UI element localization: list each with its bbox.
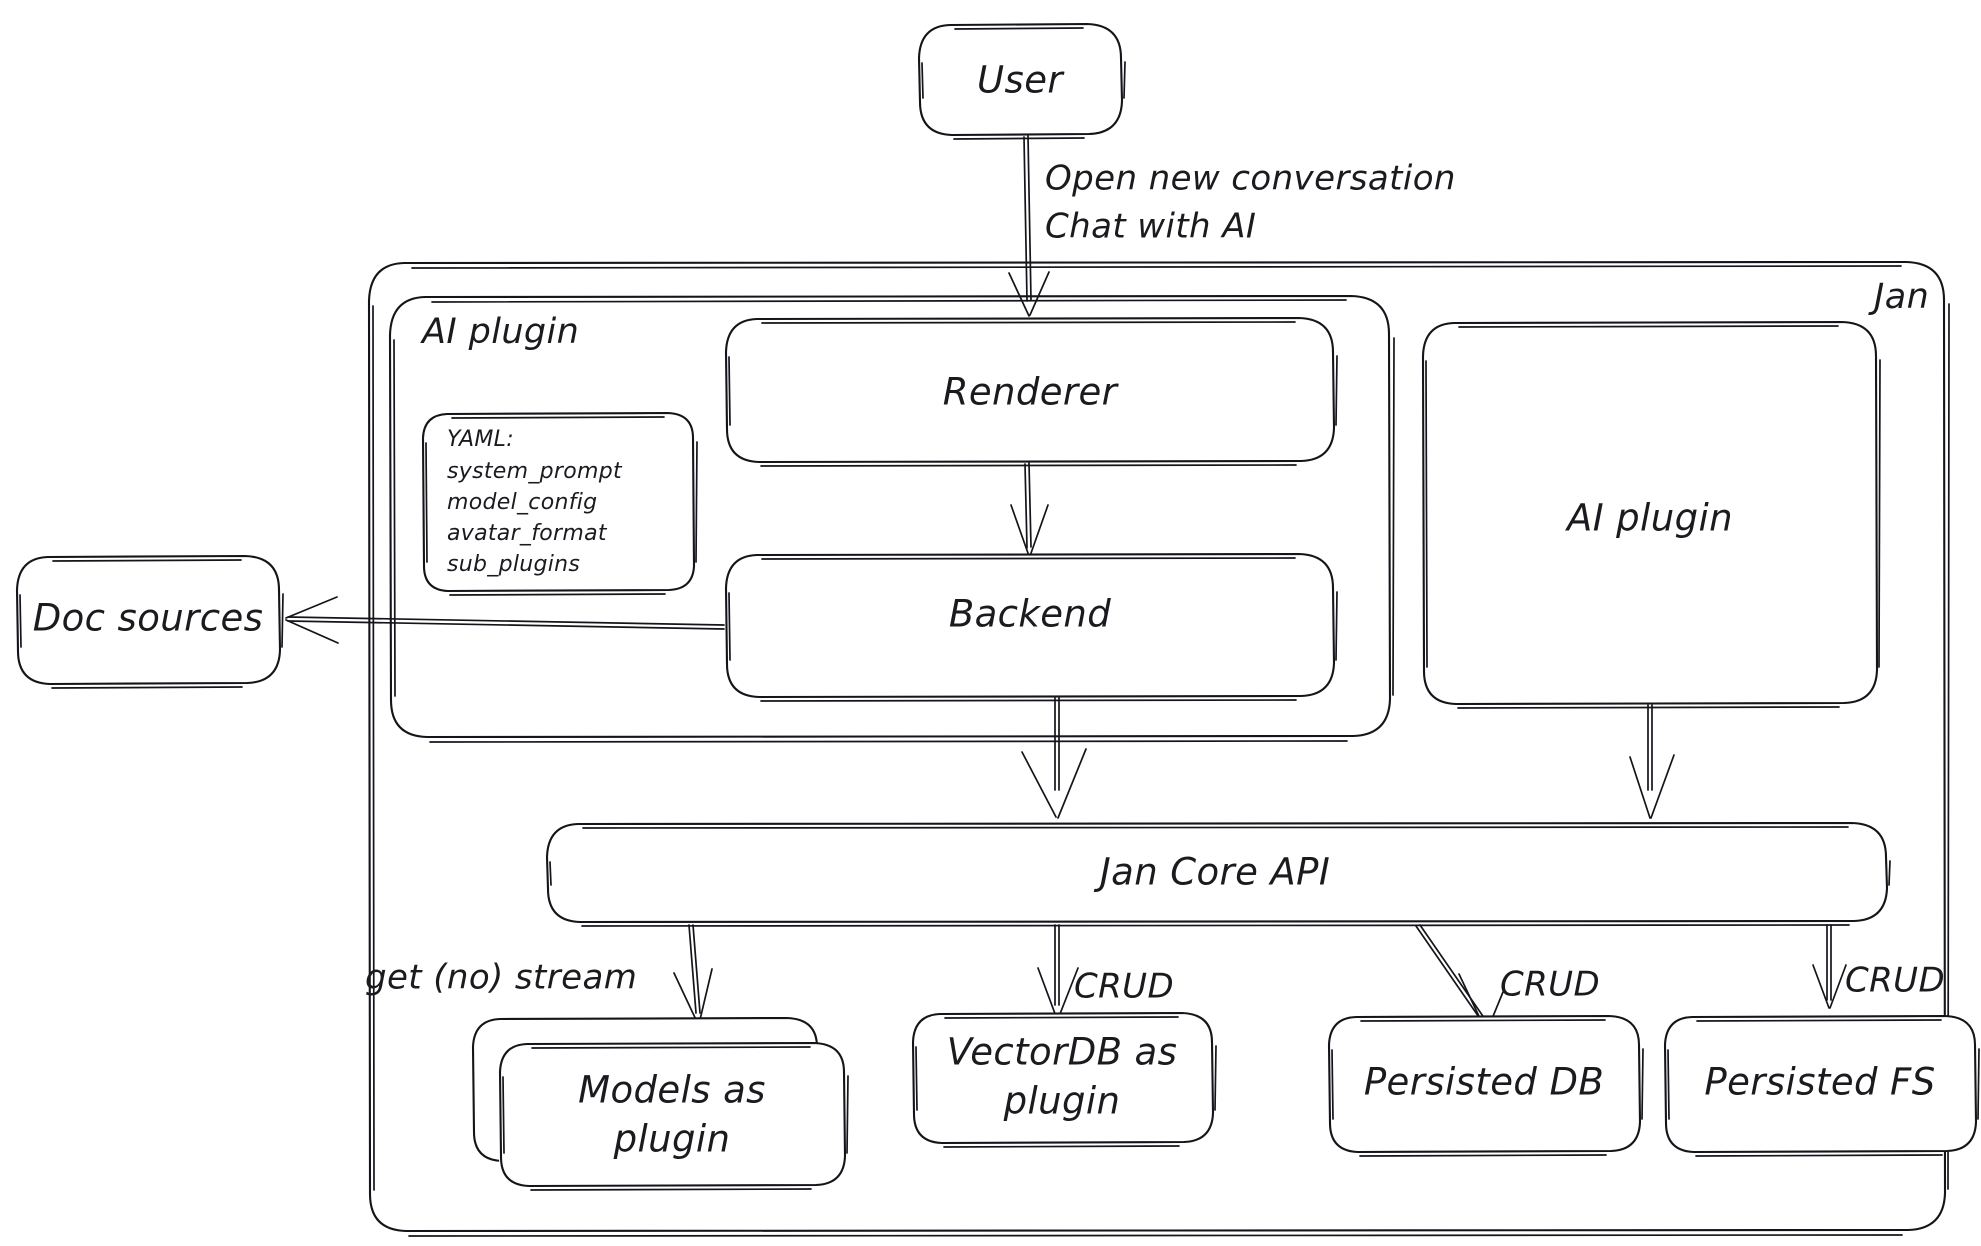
edge-backend-to-core [1021, 697, 1087, 819]
edge-user-to-renderer-label-line2: Chat with AI [1045, 207, 1256, 247]
node-vectordb-plugin-label-line1: VectorDB as [947, 1031, 1178, 1074]
yaml-line-0: YAML: [447, 427, 514, 452]
yaml-line-2: model_config [447, 490, 597, 515]
edge-backend-to-doc-sources [285, 596, 725, 644]
edge-user-to-renderer: Open new conversation Chat with AI [1008, 135, 1456, 317]
edge-core-to-persisted-db: CRUD [1415, 924, 1600, 1032]
card-yaml-config[interactable]: YAML: system_prompt model_config avatar_… [421, 411, 698, 596]
node-ai-plugin-right[interactable]: AI plugin [1421, 320, 1881, 709]
node-models-plugin-label-line1: Models as [578, 1069, 766, 1112]
yaml-line-3: avatar_format [447, 521, 608, 546]
edge-core-to-persisted-fs-label: CRUD [1845, 961, 1945, 1001]
node-jan-core-api-label: Jan Core API [1093, 851, 1330, 894]
node-vectordb-plugin[interactable]: VectorDB as plugin [911, 1011, 1217, 1148]
edge-ai-plugin-to-core [1629, 704, 1675, 819]
edge-core-to-models: get (no) stream [365, 924, 713, 1025]
node-backend-label: Backend [949, 593, 1111, 636]
node-renderer-label: Renderer [943, 371, 1120, 414]
node-user[interactable]: User [917, 22, 1126, 140]
node-doc-sources[interactable]: Doc sources [15, 554, 284, 689]
node-vectordb-plugin-label-line2: plugin [1003, 1080, 1121, 1123]
node-doc-sources-label: Doc sources [33, 597, 264, 640]
edge-core-to-models-label: get (no) stream [365, 958, 637, 998]
node-jan-core-api[interactable]: Jan Core API [545, 821, 1891, 927]
node-persisted-db[interactable]: Persisted DB [1327, 1014, 1644, 1157]
node-persisted-fs-label: Persisted FS [1704, 1061, 1935, 1104]
edge-renderer-to-backend [1010, 462, 1049, 557]
edge-core-to-persisted-fs: CRUD [1812, 924, 1945, 1009]
edge-user-to-renderer-label-line1: Open new conversation [1045, 159, 1456, 199]
yaml-line-1: system_prompt [447, 459, 623, 484]
edge-core-to-persisted-db-label: CRUD [1500, 965, 1600, 1005]
node-models-plugin[interactable]: Models as plugin [471, 1016, 849, 1191]
container-jan-label: Jan [1868, 277, 1929, 317]
node-models-plugin-label-line2: plugin [613, 1118, 731, 1161]
node-renderer[interactable]: Renderer [724, 316, 1338, 467]
node-backend[interactable]: Backend [724, 552, 1338, 702]
node-persisted-fs[interactable]: Persisted FS [1663, 1014, 1980, 1157]
node-persisted-db-label: Persisted DB [1364, 1061, 1604, 1104]
edge-core-to-vectordb: CRUD [1037, 924, 1174, 1020]
yaml-line-4: sub_plugins [447, 552, 580, 577]
edge-core-to-vectordb-label: CRUD [1074, 967, 1174, 1007]
container-ai-plugin-group-label: AI plugin [420, 312, 579, 352]
node-user-label: User [977, 59, 1065, 102]
node-ai-plugin-right-label: AI plugin [1565, 497, 1733, 540]
